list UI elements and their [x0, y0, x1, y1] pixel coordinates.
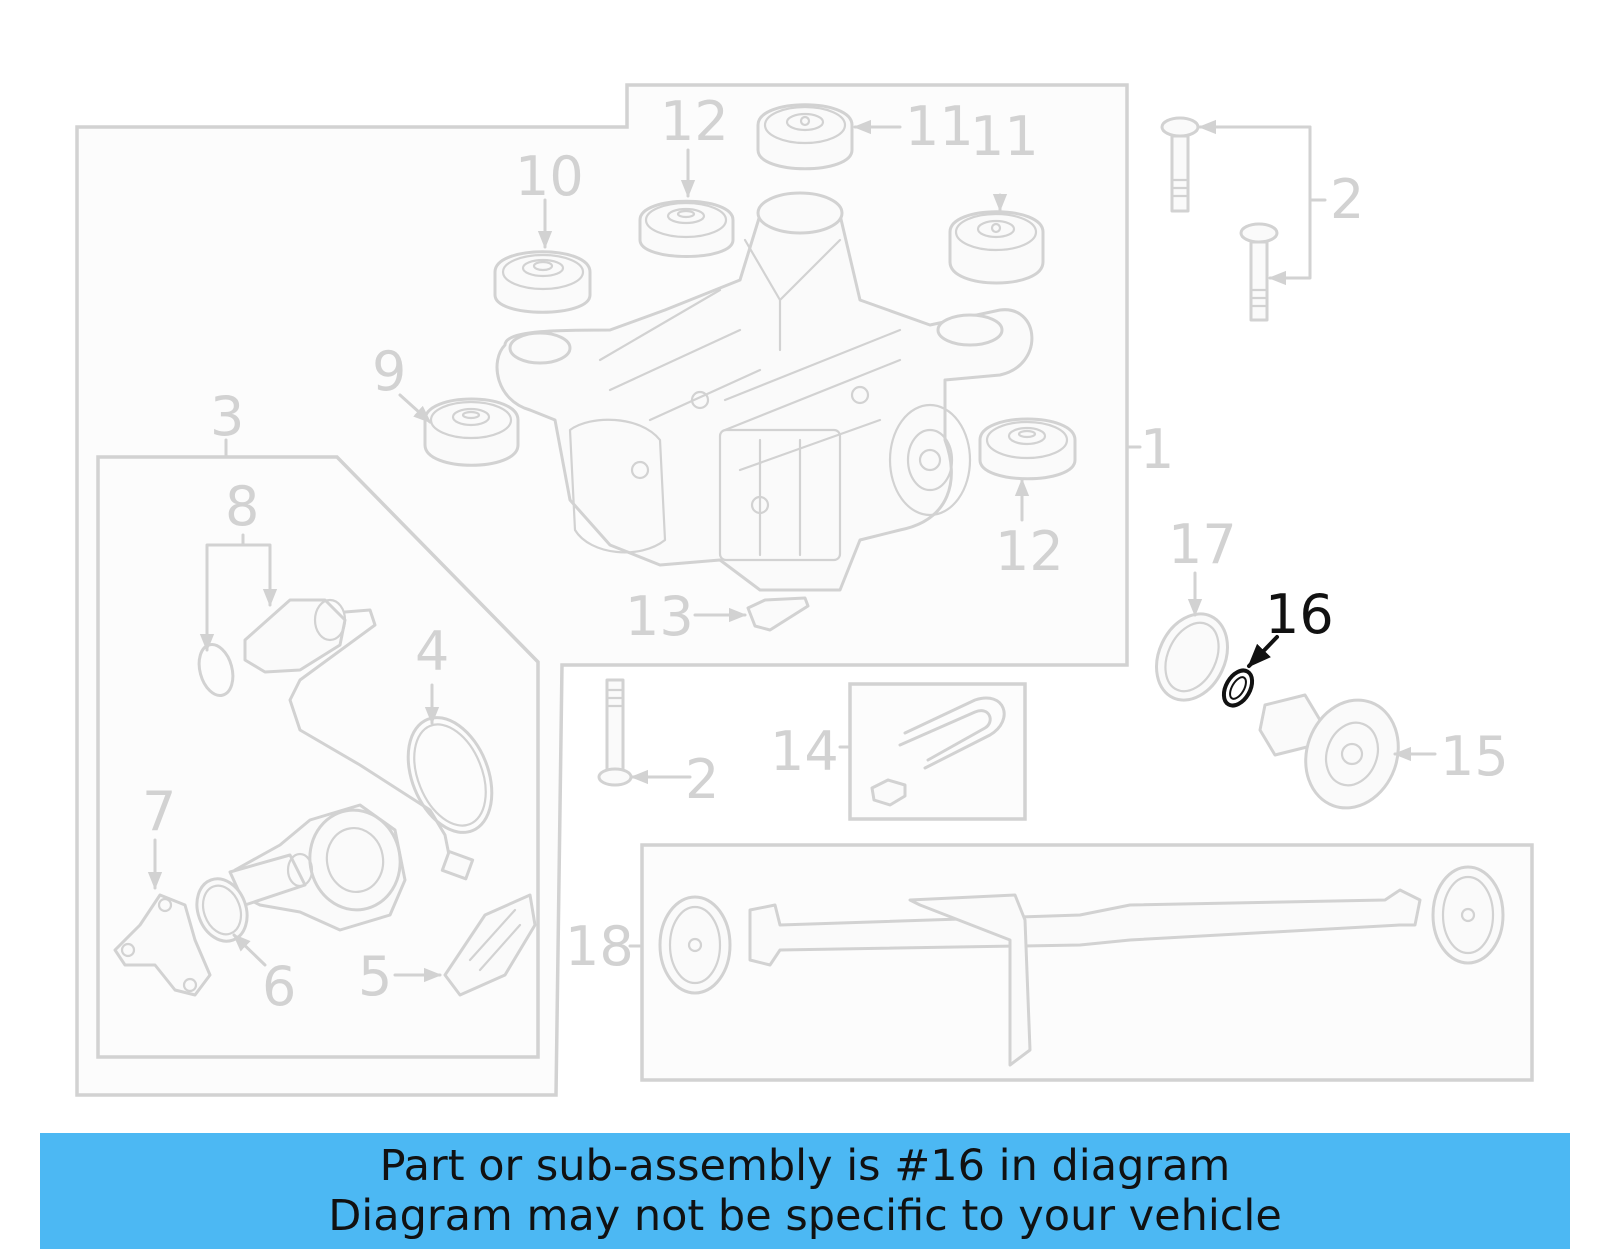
callout-8: 8	[225, 475, 259, 538]
differential-housing	[495, 191, 1034, 592]
callout-5: 5	[358, 945, 392, 1008]
callout-18: 18	[565, 915, 634, 978]
callout-14: 14	[770, 720, 839, 783]
bushing-11-top	[756, 103, 854, 171]
bolt-2-middle	[597, 678, 633, 787]
callout-2-middle: 2	[685, 748, 719, 811]
o-ring-16	[1221, 668, 1255, 708]
callout-15: 15	[1440, 725, 1509, 788]
callout-17: 17	[1168, 513, 1237, 576]
callout-4: 4	[415, 620, 449, 683]
banner-line-2: Diagram may not be specific to your vehi…	[328, 1191, 1282, 1241]
bushing-10	[493, 250, 592, 314]
bolt-2-lower	[1239, 222, 1279, 322]
control-module-5	[443, 893, 537, 997]
callout-7: 7	[142, 780, 176, 843]
callout-11-b: 11	[970, 105, 1039, 168]
bushing-11-right	[948, 210, 1045, 285]
vent-hose-13	[746, 596, 810, 632]
callout-1: 1	[1140, 418, 1174, 481]
callout-3: 3	[210, 385, 244, 448]
bushing-9	[423, 397, 520, 467]
bushing-12-bottom	[978, 417, 1077, 481]
callout-12-bottom: 12	[995, 520, 1064, 583]
driveshaft-frame	[640, 843, 1534, 1082]
callout-16: 16	[1265, 583, 1334, 646]
callout-6: 6	[262, 955, 296, 1018]
seal-17	[1155, 612, 1229, 702]
motor-3	[228, 803, 407, 932]
callout-10: 10	[515, 145, 584, 208]
flange-7	[113, 893, 212, 997]
bolt-2-upper	[1160, 116, 1200, 213]
banner-line-1: Part or sub-assembly is #16 in diagram	[379, 1141, 1231, 1191]
hose-14	[870, 696, 1006, 807]
flange-15	[1258, 693, 1400, 810]
bushing-12-top	[638, 199, 735, 258]
callout-9: 9	[372, 340, 406, 403]
callout-13: 13	[625, 585, 694, 648]
callout-2-upper: 2	[1330, 168, 1364, 231]
callout-11-a: 11	[905, 95, 974, 158]
info-banner: Part or sub-assembly is #16 in diagram D…	[40, 1133, 1570, 1249]
callout-12-top: 12	[660, 90, 729, 153]
driveshaft-18	[658, 865, 1505, 1067]
